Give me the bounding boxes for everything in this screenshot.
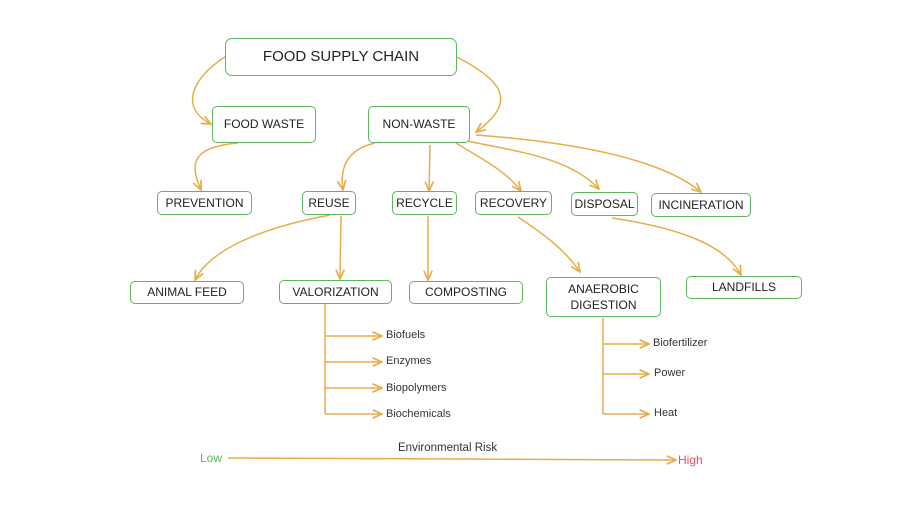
- node-label: RECYCLE: [396, 195, 453, 210]
- edge-root-to-food-waste: [191, 55, 227, 124]
- node-label: COMPOSTING: [424, 285, 507, 300]
- node-disposal[interactable]: DISPOSAL: [571, 192, 638, 216]
- product-biofuels: Biofuels: [386, 329, 426, 341]
- node-label: VALORIZATION: [292, 284, 379, 299]
- risk-scale-title: Environmental Risk: [398, 442, 498, 454]
- edge-non-waste-to-recovery: [455, 142, 521, 191]
- node-reuse[interactable]: REUSE: [302, 191, 356, 215]
- product-biofertilizer: Biofertilizer: [653, 337, 708, 349]
- node-label: INCINERATION: [658, 197, 744, 212]
- node-label: FOOD SUPPLY CHAIN: [262, 47, 420, 65]
- node-prevention[interactable]: PREVENTION: [157, 191, 252, 215]
- node-label: NON-WASTE: [382, 117, 456, 132]
- node-label: ANIMAL FEED: [147, 285, 227, 300]
- node-anaerobic-digestion[interactable]: ANAEROBIC DIGESTION: [546, 277, 661, 317]
- edge-root-to-non-waste: [456, 56, 502, 132]
- node-non-waste[interactable]: NON-WASTE: [368, 106, 470, 143]
- node-recycle[interactable]: RECYCLE: [392, 191, 457, 215]
- risk-scale-high-label: High: [678, 453, 703, 467]
- node-label-line-1: ANAEROBIC: [568, 281, 639, 296]
- edge-non-waste-to-reuse: [342, 142, 376, 190]
- edge-non-waste-to-incineration: [475, 134, 701, 192]
- node-landfills[interactable]: LANDFILLS: [686, 276, 802, 299]
- node-food-supply-chain[interactable]: FOOD SUPPLY CHAIN: [225, 38, 457, 76]
- node-label: LANDFILLS: [711, 280, 777, 295]
- product-heat: Heat: [654, 407, 678, 419]
- node-composting[interactable]: COMPOSTING: [409, 281, 523, 304]
- node-incineration[interactable]: INCINERATION: [651, 193, 751, 217]
- node-valorization[interactable]: VALORIZATION: [279, 280, 392, 304]
- product-biochemicals: Biochemicals: [386, 408, 451, 420]
- edge-recovery-to-anaerobic-digestion: [517, 216, 580, 272]
- edge-disposal-to-landfills: [611, 217, 741, 275]
- risk-scale-low-label: Low: [200, 451, 223, 465]
- node-label: PREVENTION: [165, 195, 244, 210]
- product-enzymes: Enzymes: [386, 355, 432, 367]
- edge-non-waste-to-recycle: [429, 144, 430, 191]
- node-food-waste[interactable]: FOOD WASTE: [212, 106, 316, 143]
- node-label: RECOVERY: [479, 195, 548, 210]
- edge-reuse-to-animal-feed: [195, 214, 331, 280]
- edge-non-waste-to-disposal: [466, 140, 599, 189]
- product-biopolymers: Biopolymers: [386, 382, 447, 394]
- edge-food-waste-to-prevention: [195, 142, 239, 190]
- node-label: DISPOSAL: [574, 196, 635, 211]
- risk-scale-arrow: [227, 458, 676, 460]
- node-label: FOOD WASTE: [223, 117, 305, 132]
- node-animal-feed[interactable]: ANIMAL FEED: [130, 281, 244, 304]
- node-recovery[interactable]: RECOVERY: [475, 191, 552, 215]
- node-label-line-2: DIGESTION: [570, 298, 637, 312]
- product-power: Power: [654, 367, 686, 379]
- node-label: REUSE: [308, 195, 350, 210]
- edge-reuse-to-valorization: [340, 215, 341, 279]
